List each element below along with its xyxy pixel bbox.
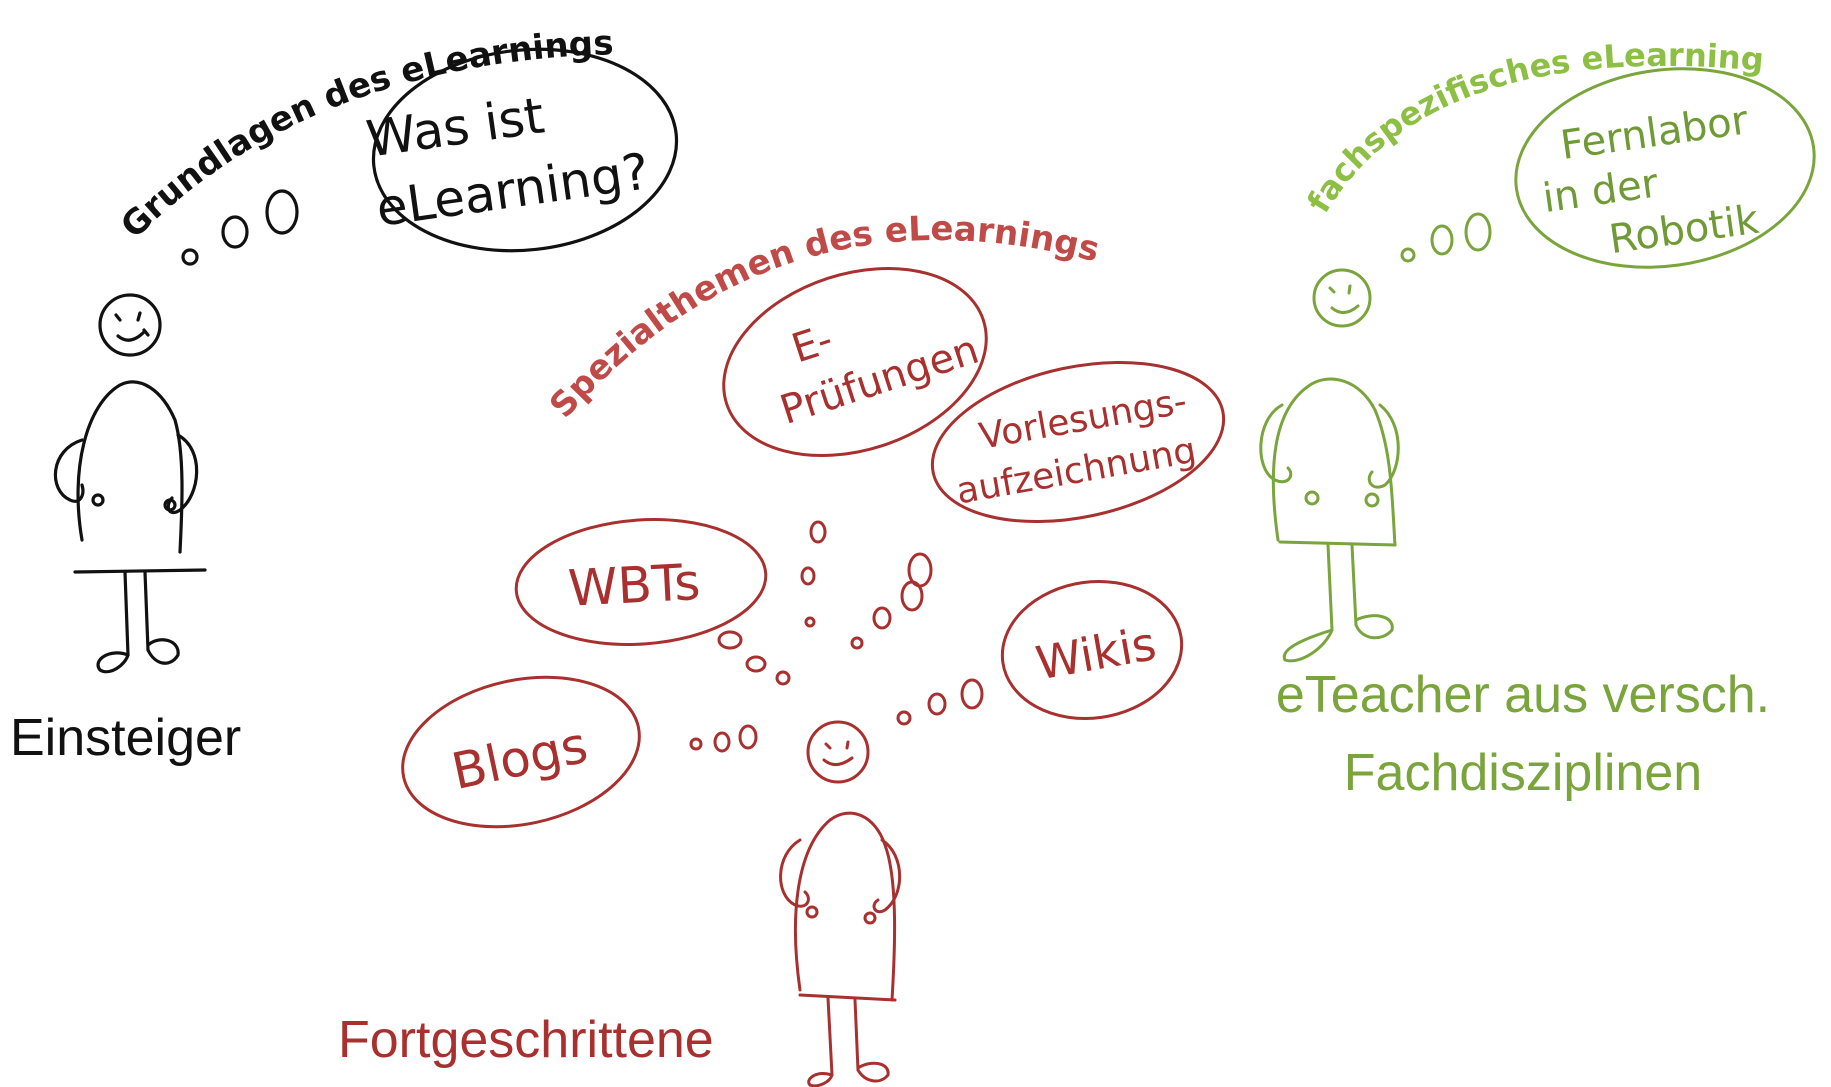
teacher-bubble-line-1: Fernlabor: [1558, 97, 1752, 169]
advanced-thought-dots: [689, 520, 984, 753]
advanced-bubble-blogs-text: Blogs: [447, 716, 593, 801]
advanced-bubble-e-pruefungen: [722, 266, 988, 458]
beginner-bubble-line-1: Was ist: [363, 86, 548, 168]
advanced-bubble-vorlesungsaufzeichnung: [930, 360, 1226, 524]
beginner-figure-icon: [53, 380, 207, 674]
beginner-face-icon: [98, 293, 162, 357]
advanced-bubble-wikis-text: Wikis: [1032, 616, 1160, 690]
advanced-bubble-blogs: [401, 675, 641, 829]
beginner-label: Einsteiger: [10, 709, 241, 767]
teacher-label-line-1: eTeacher aus versch.: [1276, 666, 1770, 724]
teacher-thought-dots: [1400, 212, 1492, 263]
advanced-bubble-wbts: [514, 518, 768, 646]
beginner-bubble-text: Was ist eLearning?: [363, 86, 653, 238]
teacher-label-line-2: Fachdisziplinen: [1344, 744, 1702, 802]
teacher-bubble-text: Fernlabor in der Robotik: [1540, 97, 1762, 263]
beginner-bubble-was-ist-elearning: [371, 47, 679, 253]
teacher-figure-icon: [1259, 377, 1400, 663]
advanced-label: Fortgeschrittene: [338, 1011, 714, 1069]
advanced-face-icon: [806, 720, 870, 784]
advanced-bubble-wbts-text: WBTs: [567, 553, 702, 618]
teacher-face-icon: [1312, 268, 1372, 328]
beginner-thought-dots: [181, 189, 299, 266]
advanced-bubble-wikis: [1000, 580, 1184, 720]
teacher-bubble-fernlabor: [1514, 67, 1816, 269]
advanced-figure-icon: [779, 811, 902, 1087]
advanced-bubble-e-pruefungen-line-1: E-: [786, 316, 838, 372]
teacher-label: eTeacher aus versch. Fachdisziplinen: [1276, 666, 1770, 802]
